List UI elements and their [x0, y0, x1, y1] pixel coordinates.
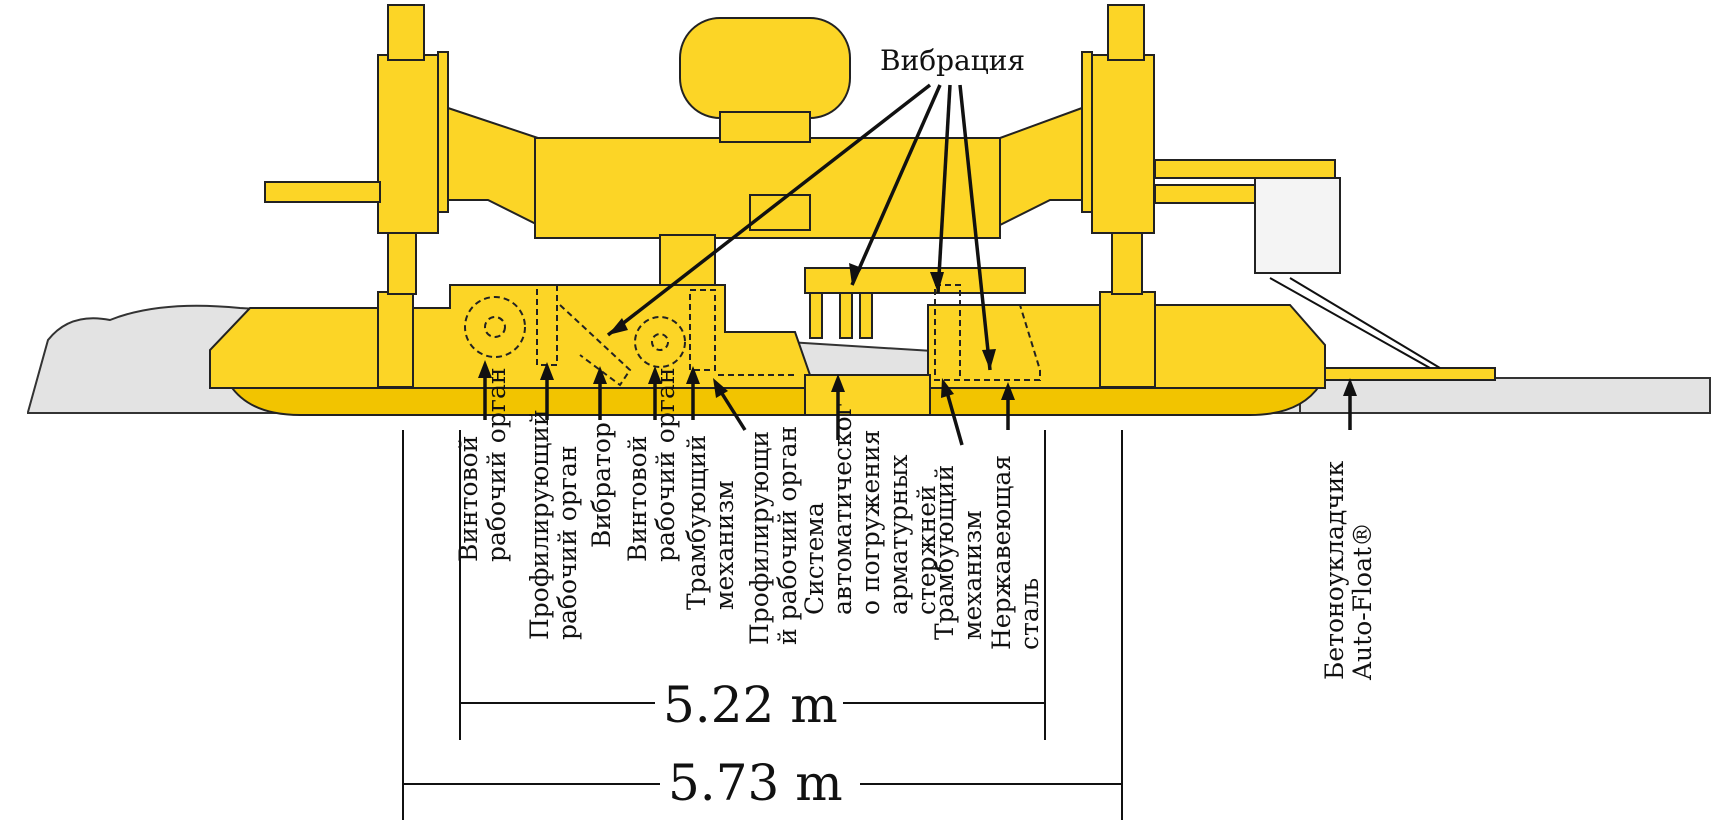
auto-float-housing — [1254, 177, 1341, 274]
dimension-inner-value: 5.22 m — [663, 676, 838, 734]
vibration-arrows — [606, 83, 996, 371]
label-tamper-2: Трамбующий механизм — [930, 457, 987, 640]
component-labels: Винтовой рабочий орган Профилирующий раб… — [454, 367, 1377, 681]
label-dbi-system: Система автоматическог о погружения арма… — [800, 395, 941, 615]
finished-slab — [1299, 377, 1711, 414]
label-auger-2: Винтовой рабочий орган — [623, 367, 680, 562]
dimension-inner: 5.22 m — [459, 430, 1046, 740]
paver-machine — [209, 4, 1496, 416]
label-vibrator: Вибратор — [587, 422, 616, 548]
dimension-outer: 5.73 m — [402, 430, 1123, 820]
label-auger-1: Винтовой рабочий орган — [454, 367, 511, 562]
label-auto-float: Бетоноукладчик Auto-Float® — [1320, 453, 1377, 681]
vibration-title: Вибрация — [880, 44, 1025, 77]
dimension-outer-value: 5.73 m — [668, 754, 843, 812]
label-profiling-2: Профилирующи й рабочий орган — [745, 423, 802, 645]
label-stainless-steel: Нержавеющая сталь — [987, 447, 1044, 650]
label-tamper-1: Трамбующий механизм — [682, 427, 739, 610]
label-profiling-1: Профилирующий рабочий орган — [525, 401, 582, 640]
callout-arrows — [478, 360, 1357, 446]
